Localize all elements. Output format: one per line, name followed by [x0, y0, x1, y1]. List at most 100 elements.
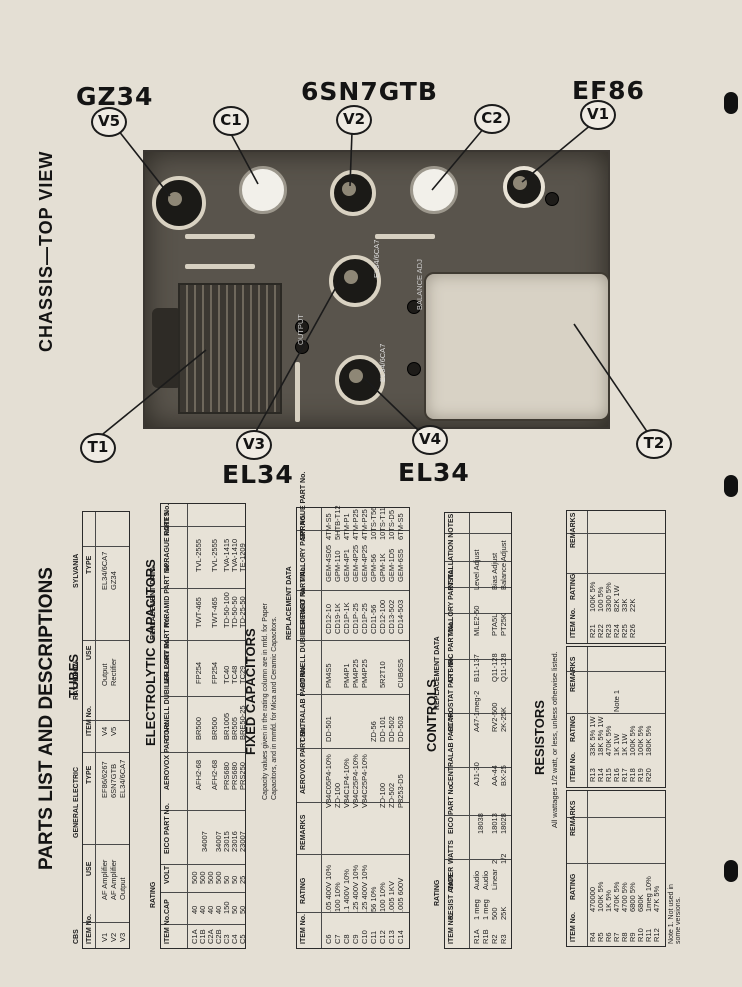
- tubes-row-2-use: AF Amplifier: [109, 859, 118, 900]
- fixed-row-8-mallory: GEM-1D5: [387, 548, 396, 582]
- fixed-row-5-aerovox: V84C25P4-10%: [360, 754, 369, 808]
- v5-socket: [152, 176, 206, 230]
- fixed-row-9-rating: .005 600V: [396, 877, 405, 912]
- controls-row-3-taper: Linear: [490, 869, 499, 890]
- v2-tube-type: 6SN7GTB: [301, 77, 438, 106]
- controls-row-2-resistance: 1 meg: [481, 899, 490, 920]
- controls-row-1-mallory: MLE2-50: [472, 605, 481, 636]
- electrolytic-row-1-mallory: FP254: [194, 661, 203, 684]
- tubes-header-use: USE: [86, 861, 93, 876]
- fixed-row-2-item: C7: [333, 934, 342, 944]
- fixed-row-8-elmenco: CD13-502: [387, 599, 396, 634]
- resistors-subtitle: All wattages 1/2 watt, or less, unless o…: [550, 651, 559, 828]
- controls-row-1-taper: Audio: [472, 870, 481, 890]
- fixed-row-2-aerovox: ZD-100: [333, 782, 342, 808]
- fixed-note-line1: Capacity values given in the rating colu…: [262, 603, 269, 800]
- controls-row-2-taper: Audio: [481, 870, 490, 890]
- tubes-header-item: ITEM No.: [86, 914, 93, 944]
- tubes-header-item-2: ITEM No.: [86, 706, 93, 736]
- resistors-footnote: Note 1. Not used in some versions.: [668, 884, 682, 944]
- fixed-row-3-aerovox: V84C1P4-10%: [342, 758, 351, 808]
- resistors-table-2: [566, 646, 666, 788]
- controls-row-4-resistance: 25K: [499, 906, 508, 920]
- controls-row-1-notes: Level Adjust: [472, 549, 481, 590]
- fixed-row-4-cornell: PM4P25: [351, 659, 360, 688]
- c1-capacitor-can: [239, 166, 287, 214]
- fixed-row-5-sprague: 4TM-P25: [360, 509, 369, 540]
- electrolytic-row-3-aerovox: AFH2-68: [210, 759, 219, 790]
- v4-tube-type: EL34: [398, 458, 470, 487]
- fixed-row-7-rating: 100 10%: [378, 882, 387, 912]
- tubes-row-2-type: 6SN7GTB: [109, 763, 118, 798]
- fixed-row-2-rating: 100 10%: [333, 882, 342, 912]
- tubes-row-3-type: EL34/6CA7: [118, 759, 127, 798]
- chassis-bolt: [407, 362, 421, 376]
- binding-hole: [724, 475, 738, 497]
- fixed-header-rating: RATING: [300, 877, 307, 904]
- tubes-row-1-item: V1: [100, 932, 109, 942]
- electrolytic-row-7-eico: 23007: [238, 831, 247, 852]
- electrolytic-row-7-volt: 25: [238, 875, 247, 884]
- electrolytic-row-7-pyramid: TD-25-50: [238, 596, 247, 628]
- controls-replacement-group: REPLACEMENT DATA: [434, 636, 441, 710]
- tubes-row-3-use: Output: [118, 877, 127, 900]
- fixed-row-7-aerovox: ZD-100: [378, 782, 387, 808]
- fixed-note-line2: Capacitors, and in mmfd. for Mica and Ce…: [271, 616, 278, 800]
- tubes-row-1-type: EF86/6267: [100, 761, 109, 798]
- controls-header-notes: INSTALLATION NOTES: [448, 513, 455, 590]
- v1-socket: [503, 166, 545, 208]
- controls-row-4-item: R3: [499, 934, 508, 944]
- electrolytic-row-3-mallory: FP254: [210, 661, 219, 684]
- resistor-remark-note: Note 1: [612, 689, 621, 712]
- v2-socket: [330, 170, 376, 216]
- resistor-rating: 47K 5%: [652, 885, 661, 912]
- electrolytic-row-3-cornell: BR500: [210, 717, 219, 740]
- fixed-row-7-sprague: 10TS-T11: [378, 507, 387, 540]
- controls-row-4-cts: Q11-128: [499, 653, 508, 682]
- electrolytic-row-7-cap: 50: [238, 905, 247, 914]
- electrolytic-header-volt: VOLT: [164, 865, 171, 884]
- tubes-row-1-type-2: EL34/6CA7: [100, 551, 109, 590]
- fixed-row-5-item: C10: [360, 930, 369, 944]
- electrolytic-table: [160, 503, 246, 949]
- resistors-table-3: [566, 510, 666, 644]
- electrolytic-header-cap: CAP: [164, 899, 171, 914]
- t1-power-transformer: [178, 283, 282, 414]
- chassis-slot: [295, 362, 300, 422]
- electrolytic-rating-group: RATING: [150, 881, 157, 908]
- controls-row-3-mallory: PTA5L: [490, 613, 499, 636]
- electrolytic-row-1-aerovox: AFH2-68: [194, 759, 203, 790]
- fixed-row-6-item: C11: [369, 930, 378, 944]
- fixed-row-5-cornell: PM4P25: [360, 659, 369, 688]
- fixed-header-remarks: REMARKS: [300, 814, 307, 850]
- fixed-row-9-centralab: DD-503: [396, 716, 405, 742]
- resistor-item: R12: [652, 928, 661, 942]
- resistor-item: R26: [628, 624, 637, 638]
- resistor-rating: 22K: [628, 598, 637, 612]
- controls-row-3-resistance: 500: [490, 907, 499, 920]
- controls-table: [444, 512, 512, 949]
- chassis-view-title: CHASSIS—TOP VIEW: [36, 150, 56, 352]
- resistors-header-rating-2: RATING: [570, 715, 577, 742]
- fixed-row-2-mallory: GPM-110: [333, 550, 342, 582]
- fixed-row-5-mallory: GEM-4P25: [360, 544, 369, 582]
- fixed-row-2-sprague: 5HTB-T12: [333, 505, 342, 540]
- resistors-header-remarks-1: REMARKS: [570, 800, 577, 836]
- controls-row-4-watts: 1/2: [499, 853, 508, 864]
- fixed-row-1-mallory: GEM-4S05: [324, 544, 333, 582]
- controls-row-3-item: R2: [490, 934, 499, 944]
- resistor-rating: 180K 5%: [644, 725, 653, 756]
- fixed-row-3-elmenco: CD1P-1K: [342, 602, 351, 634]
- controls-row-1-item: R1A: [472, 929, 481, 944]
- fixed-row-8-item: C13: [387, 930, 396, 944]
- controls-header-eico: EICO PART No.: [448, 783, 455, 834]
- fixed-row-9-cornell: CUB6S5: [396, 658, 405, 688]
- electrolytic-row-3-sprague: TVL-2555: [210, 539, 219, 572]
- tubes-row-2-use-2: Rectifier: [109, 658, 118, 686]
- tubes-header-type: TYPE: [86, 765, 93, 784]
- fixed-row-1-item: C6: [324, 934, 333, 944]
- controls-row-1-resistance: 1 meg: [472, 899, 481, 920]
- tubes-row-1-item-2: V4: [100, 726, 109, 736]
- electrolytic-row-1-sprague: TVL-2555: [194, 539, 203, 572]
- chassis-bolt: [407, 300, 421, 314]
